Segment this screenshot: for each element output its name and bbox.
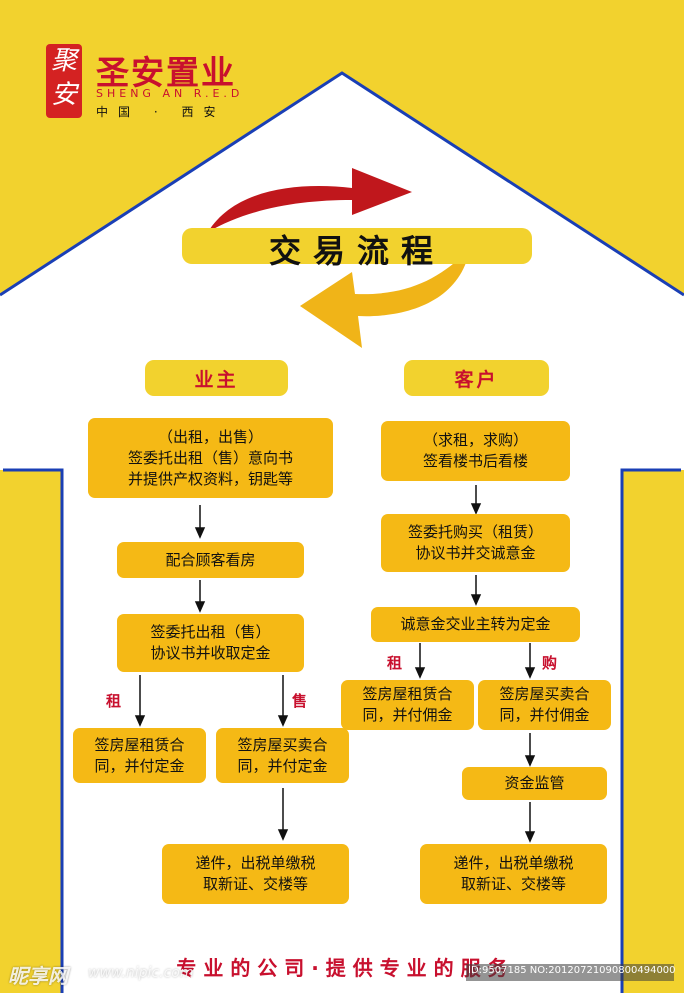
page-title: 交易流程 [268,232,445,270]
left-wall-outline [3,468,64,993]
client-step-viewing: （求租，求购） 签看楼书后看楼 [381,421,570,481]
client-branch-rent-label: 租 [387,654,403,672]
client-escrow: 资金监管 [462,767,607,800]
owner-step-viewing: 配合顾客看房 [117,542,304,578]
owner-branch-rent-label: 租 [106,692,122,710]
owner-heading: 业主 [194,368,239,391]
owner-step-entrust-intent: （出租，出售） 签委托出租（售）意向书 并提供产权资料，钥匙等 [88,418,333,498]
watermark-url: www.nipic.com [88,965,194,981]
title-banner [182,228,532,264]
client-final-step: 递件，出税单缴税 取新证、交楼等 [420,844,607,904]
owner-heading-pill: 业主 [145,360,288,396]
client-step-deposit: 诚意金交业主转为定金 [371,607,580,642]
right-wall-stripe [622,470,684,993]
owner-sale-contract: 签房屋买卖合 同，并付定金 [216,728,349,783]
roof-outline [0,71,684,297]
brand-name: 圣安置业 [96,53,236,92]
owner-rent-contract: 签房屋租赁合 同，并付定金 [73,728,206,783]
client-heading: 客户 [454,368,499,391]
brand-location: 中国 · 西安 [96,105,226,119]
client-step-agreement: 签委托购买（租赁） 协议书并交诚意金 [381,514,570,572]
owner-flow-arrows [134,505,289,841]
footer-slogan: 专 业 的 公 司 · 提 供 专 业 的 服 务 [176,956,508,980]
client-rent-contract: 签房屋租赁合 同，并付佣金 [341,680,474,730]
owner-step-agreement: 签委托出租（售） 协议书并收取定金 [117,614,304,672]
right-wall-outline [620,468,681,993]
owner-branch-sell-label: 售 [292,692,308,710]
client-flow-arrows [414,485,536,843]
watermark-id-bar [466,964,674,981]
yellow-cycle-arrow [300,248,470,348]
red-cycle-arrow [208,168,412,232]
owner-final-step: 递件，出税单缴税 取新证、交楼等 [162,844,349,904]
watermark-logo: 昵享网 [8,964,68,988]
logo-seal-glyphs: 聚安 [50,46,77,110]
left-wall-stripe [0,470,62,993]
client-heading-pill: 客户 [404,360,549,396]
brand-name-en: SHENG AN R.E.D [96,87,244,100]
client-sale-contract: 签房屋买卖合 同，并付佣金 [478,680,611,730]
logo-seal: 聚安 [46,44,82,118]
watermark-id: ID:9507185 NO:20120721090800494000 [468,965,676,976]
client-branch-buy-label: 购 [542,654,558,672]
